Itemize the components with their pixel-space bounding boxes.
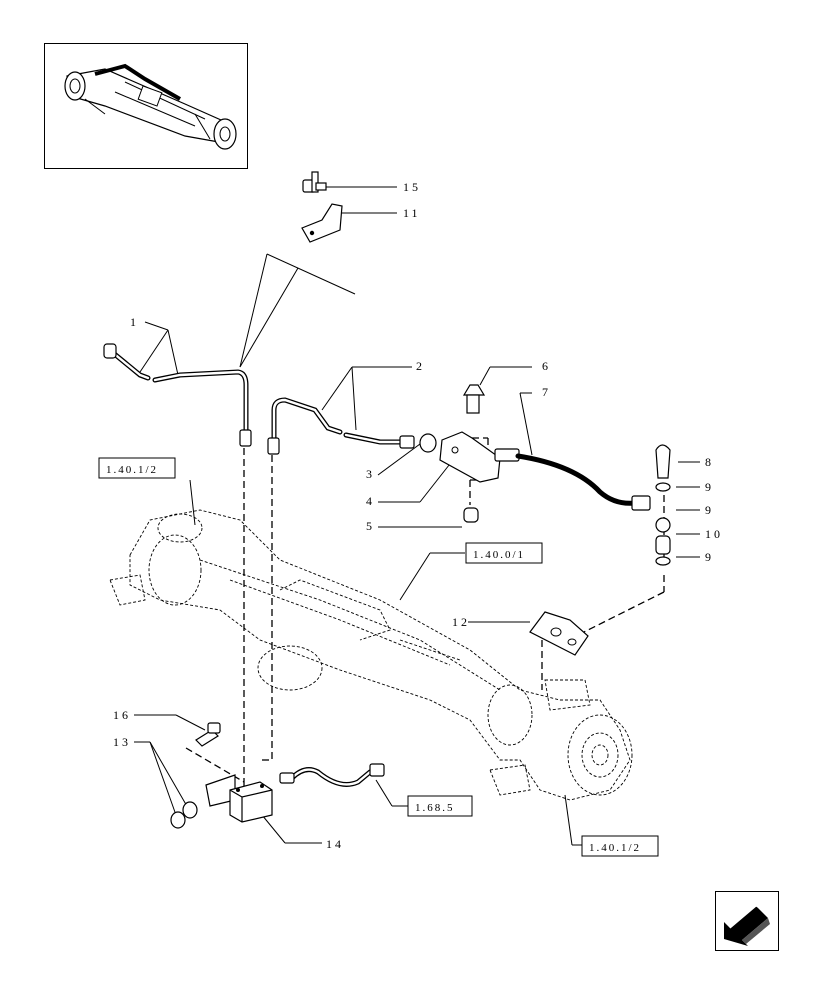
label-9a: 9 [705,480,714,494]
label-12: 12 [452,615,470,629]
previous-page-button[interactable] [715,891,779,951]
reference-text: 1.68.5 [415,802,455,814]
label-2: 2 [416,359,425,373]
reference-box-3[interactable]: 1.68.5 [407,795,473,817]
label-8: 8 [705,455,714,469]
part-number-labels: 1 2 3 4 5 6 7 8 9 9 9 10 11 12 13 14 15 … [113,180,723,851]
reference-box-4[interactable]: 1.40.1/2 [581,835,659,857]
label-13: 13 [113,735,131,749]
reference-text: 1.40.1/2 [589,842,641,854]
label-4: 4 [366,494,375,508]
reference-box-1[interactable]: 1.40.1/2 [98,457,176,479]
label-1: 1 [130,315,139,329]
parts-3-4-5-6 [419,384,501,523]
reference-text: 1.40.1/2 [106,464,158,476]
hose-1-68-5 [279,763,385,787]
axle-housing-outline [109,509,633,801]
label-5: 5 [366,519,375,533]
reference-box-2[interactable]: 1.40.0/1 [465,542,543,564]
reference-text: 1.40.0/1 [473,549,525,561]
label-3: 3 [366,467,375,481]
label-15: 15 [403,180,421,194]
brake-pipe-2 [267,397,415,455]
label-11: 11 [403,206,421,220]
previous-page-arrow-icon [724,905,770,946]
bracket-12 [529,611,589,656]
pipe-clip-15 [302,171,327,193]
label-9b: 9 [705,503,714,517]
label-6: 6 [542,359,551,373]
bracket-11 [301,203,343,243]
label-9c: 9 [705,550,714,564]
brake-hose-7 [494,448,651,511]
leader-lines [134,186,700,846]
brake-pipe-1 [103,343,252,447]
label-10: 10 [705,527,723,541]
label-16: 16 [113,708,131,722]
label-7: 7 [542,385,551,399]
parts-13-14-16 [170,722,273,829]
axle-thumbnail[interactable] [44,43,248,169]
front-axle-thumbnail-icon [64,63,237,150]
assembly-dashed-lines [185,437,665,790]
parts-8-9-10 [655,444,671,566]
label-14: 14 [326,837,344,851]
